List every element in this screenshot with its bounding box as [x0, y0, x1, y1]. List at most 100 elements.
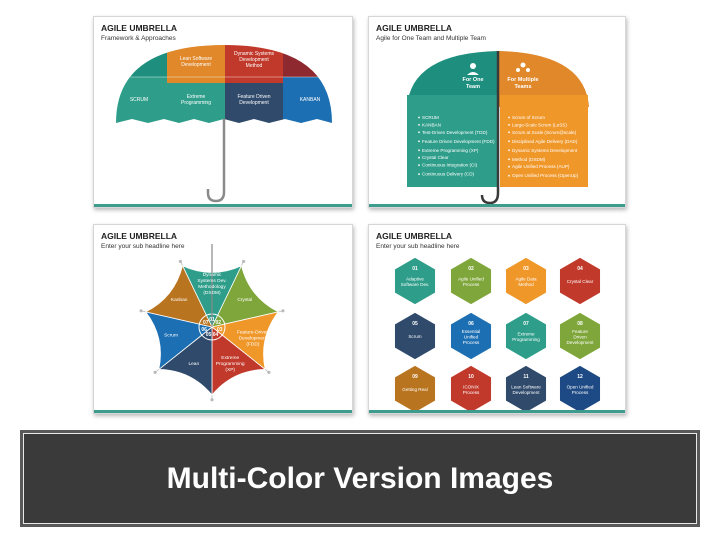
- rib-tip: [267, 370, 271, 374]
- group-icon: [520, 62, 526, 68]
- hex-number: 04: [577, 266, 583, 272]
- slide-2-thumbnail[interactable]: AGILE UMBRELLA Agile for One Team and Mu…: [368, 16, 626, 208]
- slide-subtitle: Enter your sub headline here: [376, 243, 460, 250]
- segment-number: 05: [206, 332, 212, 338]
- piece-xp: [167, 83, 225, 123]
- list-left-bg: [407, 95, 497, 187]
- banner-inner: Multi-Color Version Images: [23, 433, 697, 524]
- hex-number: 01: [412, 266, 418, 272]
- hex-number: 05: [412, 321, 418, 327]
- hex-label: Crystal Clear: [567, 279, 594, 284]
- segment-label: Crystal: [237, 297, 252, 303]
- segment-number: 07: [203, 320, 209, 326]
- piece-maroon: [283, 45, 332, 77]
- hex-number: 10: [468, 374, 474, 380]
- list-item: Extreme Programming (XP): [422, 148, 479, 153]
- slide-1-thumbnail[interactable]: AGILE UMBRELLA Framework & Approaches Le…: [93, 16, 353, 208]
- piece-fdd: [225, 83, 283, 123]
- list-item: Large-Scale Scrum (LeSS): [512, 122, 567, 127]
- segment-number: 01: [209, 317, 215, 323]
- list-item: Scrum of Scrum: [512, 115, 545, 120]
- user-icon: [470, 63, 476, 69]
- slide-title: AGILE UMBRELLA: [376, 231, 453, 241]
- hex-06: [449, 311, 493, 361]
- segment-number: 04: [213, 332, 219, 338]
- rib-tip: [139, 309, 143, 313]
- list-item: SCRUM: [422, 115, 439, 120]
- umbrella-handle: [480, 192, 500, 205]
- segment-number: 02: [215, 320, 221, 326]
- segment-label: Kanban: [171, 297, 188, 303]
- left-list: SCRUM KANBAN Test-Driven Development (TDD)…: [418, 115, 495, 177]
- piece-teal-left: [116, 45, 167, 77]
- list-item: Crystal Clear: [422, 155, 449, 160]
- piece-lean: [167, 45, 225, 83]
- slide-3-thumbnail[interactable]: AGILE UMBRELLA Enter your sub headline h…: [93, 224, 353, 414]
- list-item: Feature Driven Development (FDD): [422, 139, 495, 144]
- list-right-bg: [500, 95, 588, 187]
- list-item: Open Unified Process (OpenUp): [512, 173, 579, 178]
- hex-10: [449, 364, 493, 413]
- hex-number: 08: [577, 321, 583, 327]
- list-item: Scrum at Scale (Scrum@scale): [512, 130, 577, 135]
- banner-title: Multi-Color Version Images: [166, 461, 554, 495]
- rib-tip: [210, 398, 214, 402]
- list-item: Dynamic Systems Development: [512, 148, 578, 153]
- list-item: Method (DSDM): [512, 157, 546, 162]
- slide-4-thumbnail[interactable]: AGILE UMBRELLA Enter your sub headline h…: [368, 224, 626, 414]
- slide-subtitle: Enter your sub headline here: [101, 243, 185, 250]
- hex-12: [558, 364, 602, 413]
- hex-number: 12: [577, 374, 583, 380]
- hex-label: Scrum: [408, 334, 421, 339]
- hex-label: Getting Real: [402, 387, 428, 392]
- piece-label-kanban: KANBAN: [300, 97, 321, 103]
- slide-title: AGILE UMBRELLA: [376, 23, 453, 33]
- list-item: KANBAN: [422, 122, 441, 127]
- list-item: Test-Driven Development (TDD): [422, 130, 488, 135]
- banner: Multi-Color Version Images: [20, 430, 700, 527]
- hex-07: [504, 311, 548, 361]
- hex-05: [393, 311, 437, 361]
- list-item: Agile Unified Process (AUP): [512, 164, 570, 169]
- segment-number: 03: [217, 327, 223, 333]
- rib-tip: [153, 370, 157, 374]
- slide-subtitle: Agile for One Team and Multiple Team: [376, 35, 486, 42]
- list-item: Continuous Delivery (CD): [422, 172, 475, 177]
- hex-number: 07: [523, 321, 529, 327]
- rib-tip: [241, 259, 246, 264]
- hex-number: 09: [412, 374, 418, 380]
- segment-label: Scrum: [164, 332, 178, 338]
- umbrella-handle: [206, 189, 226, 203]
- hex-number: 11: [523, 374, 529, 380]
- piece-label-scrum: SCRUM: [130, 97, 148, 103]
- segment-07: [144, 264, 213, 328]
- list-item: Disciplined Agile Delivery (DAD): [512, 139, 578, 144]
- hex-number: 02: [468, 266, 474, 272]
- piece-dsdm: [225, 45, 283, 83]
- slide-subtitle: Framework & Approaches: [101, 35, 176, 42]
- segment-label: Lean: [188, 361, 199, 367]
- hex-08: [558, 311, 602, 361]
- rib-tip: [178, 259, 183, 264]
